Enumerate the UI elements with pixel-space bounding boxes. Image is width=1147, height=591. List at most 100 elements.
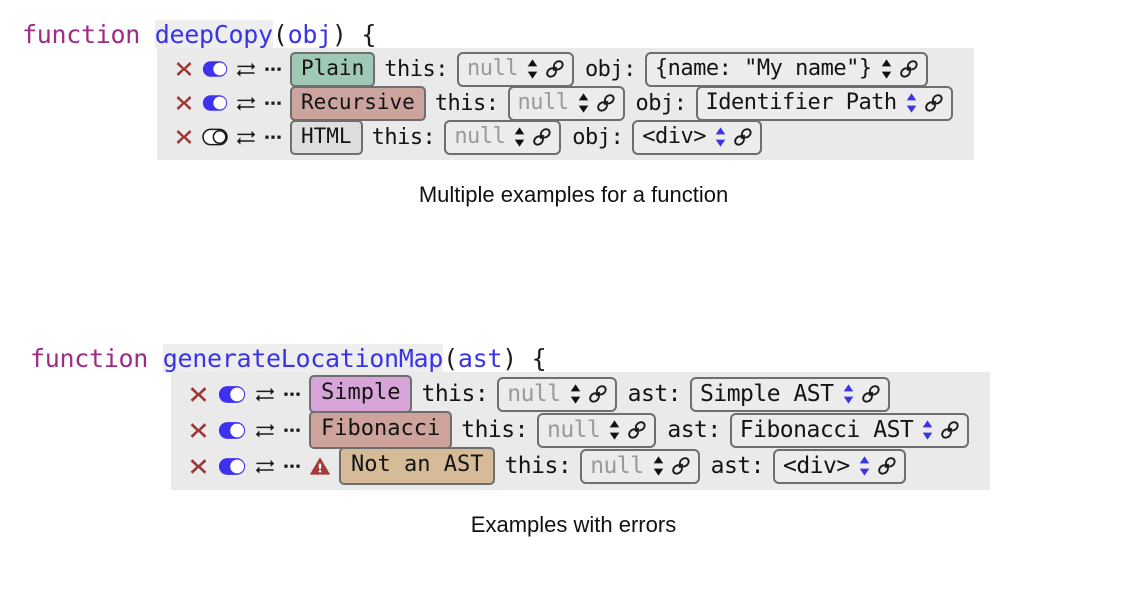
argument-label: obj: [584, 56, 636, 82]
link-icon[interactable] [877, 456, 897, 476]
example-name-chip[interactable]: Simple [309, 375, 413, 413]
argument-field[interactable]: {name: "My name"} [644, 51, 928, 87]
argument-label: this: [371, 124, 436, 150]
argument-field[interactable]: null [456, 51, 574, 87]
link-icon[interactable] [899, 59, 919, 79]
argument-value: null [454, 123, 506, 149]
argument-label: ast: [627, 381, 682, 407]
example-row: HTML this: null obj: <div> [157, 119, 974, 155]
swap-arrows-icon[interactable] [255, 421, 275, 439]
argument-field[interactable]: Simple AST [690, 376, 890, 412]
x-icon[interactable] [189, 457, 208, 476]
toggle-on-icon[interactable] [218, 385, 246, 404]
spinner-arrows-icon[interactable] [577, 92, 590, 114]
argument-value: Identifier Path [705, 89, 898, 115]
ellipsis-icon[interactable] [283, 421, 301, 439]
link-icon[interactable] [545, 59, 565, 79]
function-parameter: obj [287, 20, 333, 49]
x-icon[interactable] [175, 60, 193, 78]
argument-field[interactable]: Fibonacci AST [729, 412, 970, 448]
examples-panel: Simple this: null ast: Simple AST Fibonacci th… [171, 372, 991, 490]
swap-arrows-icon[interactable] [236, 94, 256, 112]
argument-label: this: [421, 381, 489, 407]
link-icon[interactable] [588, 384, 608, 404]
x-icon[interactable] [189, 421, 208, 440]
argument-label: this: [504, 453, 572, 479]
ellipsis-icon[interactable] [264, 128, 282, 146]
argument-label: obj: [635, 90, 687, 116]
spinner-arrows-icon[interactable] [842, 383, 855, 405]
link-icon[interactable] [940, 420, 960, 440]
x-icon[interactable] [189, 385, 208, 404]
argument-field[interactable]: null [580, 448, 700, 484]
toggle-off-icon[interactable] [202, 128, 228, 146]
toggle-on-icon[interactable] [218, 457, 246, 476]
ellipsis-icon[interactable] [264, 94, 282, 112]
example-row: Fibonacci this: null ast: Fibonacci AST [171, 411, 990, 449]
argument-value: null [590, 452, 644, 479]
argument-label: obj: [572, 124, 624, 150]
argument-field[interactable]: <div> [772, 448, 906, 484]
function-name: generateLocationMap [162, 344, 444, 373]
figure-caption: Examples with errors [470, 512, 677, 537]
spinner-arrows-icon[interactable] [652, 455, 665, 477]
close-paren: ) [331, 20, 347, 49]
open-brace: { [531, 344, 547, 373]
link-icon[interactable] [733, 127, 753, 147]
open-paren: ( [443, 344, 458, 373]
spinner-arrows-icon[interactable] [608, 419, 621, 441]
argument-field[interactable]: null [497, 376, 617, 412]
example-name-chip[interactable]: Fibonacci [309, 411, 453, 449]
figure-caption: Multiple examples for a function [418, 182, 729, 207]
argument-value: null [466, 55, 518, 81]
argument-field[interactable]: Identifier Path [695, 85, 953, 121]
link-icon[interactable] [671, 456, 691, 476]
toggle-on-icon[interactable] [218, 421, 246, 440]
spinner-arrows-icon[interactable] [921, 419, 934, 441]
argument-label: this: [461, 417, 528, 443]
argument-label: ast: [667, 417, 721, 443]
argument-label: this: [384, 56, 448, 82]
swap-arrows-icon[interactable] [255, 385, 275, 403]
example-name-chip[interactable]: Not an AST [339, 447, 496, 485]
spinner-arrows-icon[interactable] [880, 58, 893, 80]
link-icon[interactable] [924, 93, 944, 113]
example-name-chip[interactable]: Recursive [290, 85, 426, 121]
toggle-on-icon[interactable] [202, 60, 228, 78]
argument-field[interactable]: null [507, 85, 625, 121]
argument-field[interactable]: null [444, 119, 562, 155]
ellipsis-icon[interactable] [283, 457, 301, 475]
example-name-chip[interactable]: HTML [290, 119, 363, 155]
function-signature: function generateLocationMap(ast) { [30, 342, 1147, 376]
argument-field[interactable]: null [536, 412, 657, 448]
example-row: Simple this: null ast: Simple AST [171, 375, 990, 413]
spinner-arrows-icon[interactable] [513, 126, 526, 148]
example-name-chip[interactable]: Plain [290, 51, 376, 87]
link-icon[interactable] [861, 384, 881, 404]
argument-field[interactable]: <div> [632, 119, 763, 155]
swap-arrows-icon[interactable] [236, 60, 256, 78]
spinner-arrows-icon[interactable] [569, 383, 582, 405]
x-icon[interactable] [175, 128, 193, 146]
link-icon[interactable] [596, 93, 616, 113]
ellipsis-icon[interactable] [283, 385, 301, 403]
swap-arrows-icon[interactable] [255, 457, 275, 475]
argument-value: null [507, 380, 561, 407]
swap-arrows-icon[interactable] [236, 128, 256, 146]
link-icon[interactable] [627, 420, 647, 440]
spinner-arrows-icon[interactable] [905, 92, 918, 114]
x-icon[interactable] [175, 94, 193, 112]
spinner-arrows-icon[interactable] [858, 455, 871, 477]
spinner-arrows-icon[interactable] [526, 58, 539, 80]
close-paren: ) [502, 344, 517, 373]
argument-value: {name: "My name"} [654, 55, 872, 81]
link-icon[interactable] [532, 127, 552, 147]
spinner-arrows-icon[interactable] [714, 126, 727, 148]
code-block: function generateLocationMap(ast) {Simpl… [0, 342, 1147, 490]
ellipsis-icon[interactable] [264, 60, 282, 78]
function-keyword: function [22, 20, 141, 49]
toggle-on-icon[interactable] [202, 94, 228, 112]
argument-value: <div> [642, 123, 707, 149]
